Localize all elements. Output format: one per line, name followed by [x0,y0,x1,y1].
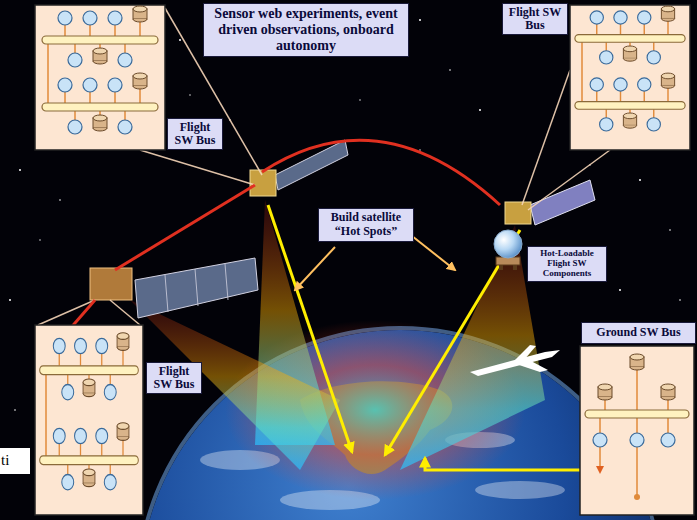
red-links-part [115,185,255,270]
flight-sw-panel-part [40,423,139,490]
ground-sw-panel-part [634,494,640,500]
satellites-part-part [195,269,198,306]
bus-label: Flight SW Bus [167,118,223,150]
airplane [470,345,560,376]
flight-sw-panel-part [581,40,583,107]
satellites-part-part [225,264,228,300]
title-box: Sensor web experiments, event driven obs… [203,3,409,57]
hot-spot-arrows-part [295,247,335,290]
ground-sw-panel-part [593,433,675,447]
ground-sw-panel-part [661,384,675,400]
box-text: Hot-Loadable Flight SW Components [532,249,602,279]
yellow-arrows-part [425,458,580,470]
flight-sw-panel-part [575,73,685,131]
flight-sw-panel-part [42,6,158,67]
ground-sw-panel-part-part [636,418,638,495]
hot-spot-arrows-part [412,236,455,270]
box-text: Flight SW Bus [151,365,197,391]
satellites-part [90,268,132,300]
stars-part [669,229,671,231]
ground-sw-panel-part-part [661,433,675,447]
satellites-part-part [165,275,168,312]
stars-part [619,289,621,291]
hot-loadable-icon-part [494,230,522,258]
flight-sw-panel-part [570,5,690,150]
bus-label: Flight SW Bus [502,3,568,35]
page-fragment-ground [0,448,30,474]
flight-sw-panel-part [47,40,49,107]
stars-part [679,299,681,301]
box-text: Ground SW Bus [586,325,691,341]
ground-sw-panel [580,346,694,515]
yellow-arrows-part [268,205,352,452]
stars-part [39,239,40,240]
stars-part [419,19,421,21]
satellites-part [505,202,531,224]
flight-sw-panel-part [575,6,685,64]
ground-sw-panel-part [600,362,668,495]
page-fragment: ti [1,452,9,469]
flight-sw-panel-part [35,5,165,150]
ground-sw-panel-part [580,346,694,515]
stars-part [449,69,451,71]
leader-lines-part [38,300,95,325]
stars-part [9,299,11,301]
stars-part [639,179,641,181]
leader-lines-part [140,150,255,185]
sensor-beams-part [400,225,545,470]
hot-loadable-icon [494,230,522,270]
stars-part [14,409,16,411]
flight-sw-panel-part [40,333,139,400]
stars-part [179,39,181,41]
flight-sw-panel [570,5,690,150]
box-text: Flight SW Bus [507,6,563,32]
component-label: Hot-Loadable Flight SW Components [527,246,607,282]
leader-lines-part [110,300,140,325]
flight-sw-panel-part [35,325,143,515]
stars-part [359,99,360,100]
stars-part [59,199,61,201]
airplane-part [470,350,560,376]
ground-sw-panel-part [585,410,689,418]
ground-sw-panel-part-part [593,433,607,447]
yellow-arrows-part [385,230,520,455]
ground-sw-panel-part-part [630,433,644,447]
box-text: Flight SW Bus [172,121,218,147]
hot-spot-arrows [295,236,455,290]
ground-sw-panel-part [598,384,612,400]
box-text: Sensor web experiments, event driven obs… [208,6,404,54]
ground-sw-panel-part [596,466,604,474]
yellow-arrows [268,205,580,470]
box-text: Build satellite “Hot Spots” [323,211,409,239]
sensor-beams [130,200,545,470]
leader-lines-part [528,150,610,210]
ground-sw-panel-part [630,354,644,370]
stars-part [189,94,190,95]
satellites-part [165,264,228,312]
earth-part-part [475,481,565,499]
stars-part [479,109,481,111]
satellites [90,140,595,318]
bus-label: Flight SW Bus [146,362,202,394]
airplane-part [515,345,536,360]
ground-bus-header: Ground SW Bus [581,322,696,344]
red-links-part [262,140,500,205]
hot-loadable-icon-part [499,265,503,270]
hot-spot-box: Build satellite “Hot Spots” [318,208,414,242]
satellites-part [250,170,276,196]
flight-sw-panel-part [45,370,47,460]
airplane-part [510,358,548,372]
stars-part [419,149,420,150]
flight-sw-panel [35,325,143,515]
flight-sw-panel [35,5,165,150]
hot-loadable-icon-part [513,265,517,270]
satellites-part [530,180,595,225]
stars-part [19,169,21,171]
flight-sw-panel-part [42,73,158,134]
satellites-part [135,258,258,318]
